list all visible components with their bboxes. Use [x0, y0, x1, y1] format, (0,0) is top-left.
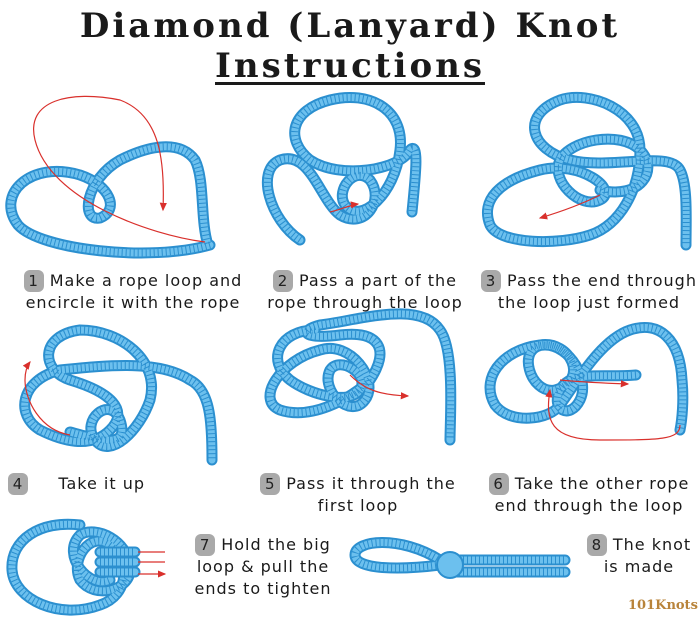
- step-1-illustration: [5, 95, 216, 259]
- step-4-illustration: [19, 324, 218, 466]
- rope-texture: [484, 93, 690, 246]
- step-8-illustration: [349, 537, 571, 579]
- step-4-caption: 4 Take it up: [8, 473, 208, 495]
- step-badge: 7: [195, 534, 216, 556]
- rope-fill: [266, 310, 455, 444]
- step-badge: 1: [23, 270, 44, 292]
- arrow-icon: [22, 361, 71, 436]
- step-badge: 8: [586, 534, 607, 556]
- rope-texture: [351, 539, 442, 572]
- arrow-icon: [329, 201, 360, 213]
- arrow-icon: [349, 374, 410, 400]
- arrow-icon: [538, 194, 601, 220]
- step-6-illustration: [484, 322, 689, 441]
- rope-fill: [263, 93, 420, 244]
- page-subtitle: Instructions: [215, 46, 485, 86]
- arrow-icon: [559, 379, 630, 388]
- rope-fill: [21, 326, 216, 464]
- step-badge: 4: [8, 473, 28, 495]
- rope-texture: [486, 324, 687, 431]
- step-badge: 5: [260, 473, 281, 495]
- arrow-icon: [545, 388, 681, 441]
- step-badge: 6: [488, 473, 509, 495]
- step-7-illustration: [6, 518, 165, 616]
- arrow-icon: [33, 95, 206, 243]
- step-badge: 3: [481, 270, 502, 292]
- rope-fill: [96, 548, 139, 576]
- step-2-illustration: [261, 91, 422, 246]
- rope-texture: [266, 310, 455, 441]
- step-5-illustration: [264, 308, 457, 446]
- step-3-illustration: [482, 91, 692, 251]
- page-title: Diamond (Lanyard) Knot: [79, 6, 621, 46]
- arrow-icon: [138, 551, 165, 574]
- rope-fill: [8, 520, 134, 614]
- rope-fill: [484, 93, 690, 249]
- 101knots-logo: 101Knots: [628, 598, 698, 613]
- rope-fill: [486, 324, 687, 434]
- step-badge: 2: [272, 270, 293, 292]
- rope-fill: [451, 556, 569, 576]
